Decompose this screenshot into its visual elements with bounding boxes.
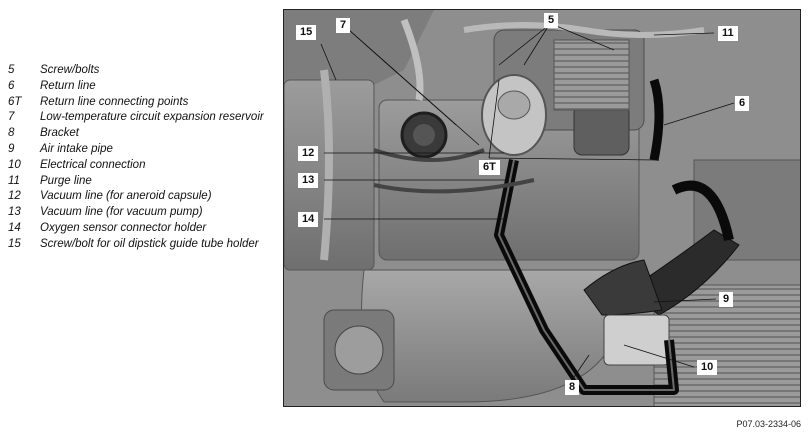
legend-number: 13 [8, 206, 21, 219]
engine-illustration [284, 10, 800, 406]
legend-number: 8 [8, 127, 15, 140]
legend-text: Bracket [40, 127, 79, 140]
legend-text: Oxygen sensor connector holder [40, 221, 207, 234]
legend-number: 10 [8, 158, 21, 171]
leader-6t-b [488, 157, 660, 161]
leader-15 [320, 43, 337, 81]
legend-item: 7 Low-temperature circuit expansion reser… [8, 110, 270, 126]
legend-text: Air intake pipe [40, 142, 113, 155]
callout-6t: 6T [479, 160, 500, 175]
legend-number: 12 [8, 190, 21, 203]
vacuum-line-pump [373, 178, 535, 194]
return-line-upper [649, 78, 664, 161]
return-line-highlight [498, 159, 675, 391]
return-line-rear [671, 180, 734, 242]
legend-item: 5 Screw/bolts [8, 63, 270, 79]
leader-6 [663, 102, 735, 126]
callout-8: 8 [565, 380, 580, 395]
legend-text: Purge line [40, 174, 92, 187]
callout-6: 6 [735, 96, 750, 111]
legend-number: 6T [8, 95, 22, 108]
dipstick-guide-tube [320, 69, 333, 261]
legend-text: Return line [40, 79, 96, 92]
legend-text: Vacuum line (for aneroid capsule) [40, 190, 212, 203]
callout-12: 12 [298, 146, 319, 161]
legend-number: 7 [8, 111, 15, 124]
callout-11: 11 [718, 26, 738, 41]
callout-15: 15 [296, 25, 317, 40]
legend-text: Screw/bolt for oil dipstick guide tube h… [40, 237, 259, 250]
legend-item: 14 Oxygen sensor connector holder [8, 221, 270, 237]
legend-text: Low-temperature circuit expansion reserv… [40, 111, 264, 124]
leader-lines [320, 24, 735, 381]
reservoir-cap [497, 90, 531, 120]
pulley [334, 325, 384, 375]
legend-number: 5 [8, 64, 15, 76]
callout-5: 5 [544, 13, 559, 28]
legend-item: 10 Electrical connection [8, 158, 270, 174]
legend-item: 6 Return line [8, 79, 270, 95]
legend-text: Vacuum line (for vacuum pump) [40, 206, 203, 219]
legend-text: Screw/bolts [40, 64, 100, 76]
legend-text: Return line connecting points [40, 95, 189, 108]
leader-9 [653, 298, 717, 303]
legend-item: 8 Bracket [8, 126, 270, 142]
legend-number: 15 [8, 237, 21, 250]
engine-figure: 15 7 5 11 6 12 6T 13 14 9 10 8 [283, 9, 801, 407]
legend-item: 6T Return line connecting points [8, 95, 270, 111]
callout-10: 10 [697, 360, 718, 375]
leader-6t-a [488, 79, 500, 159]
electrical-connector [603, 314, 670, 366]
vacuum-line-aneroid [373, 148, 485, 162]
legend-item: 13 Vacuum line (for vacuum pump) [8, 205, 270, 221]
legend-list: 5 Screw/bolts 6 Return line 6T Return line … [8, 63, 270, 253]
legend-number: 11 [8, 174, 20, 187]
leader-7b [348, 29, 480, 146]
legend-item: 9 Air intake pipe [8, 142, 270, 158]
figure-id: P07.03-2334-06 [736, 419, 801, 429]
legend-number: 9 [8, 142, 15, 155]
oil-filler-cap-center [413, 124, 435, 146]
leader-10 [623, 344, 695, 368]
coolant-hose [400, 18, 424, 101]
callout-9: 9 [719, 292, 734, 307]
vacuum-pump [573, 104, 630, 156]
legend-item: 15 Screw/bolt for oil dipstick guide tube… [8, 237, 270, 253]
legend-item: 12 Vacuum line (for aneroid capsule) [8, 189, 270, 205]
callout-14: 14 [298, 212, 319, 227]
callout-7: 7 [336, 18, 351, 33]
legend-item: 11 Purge line [8, 174, 270, 190]
throttle-housing [553, 39, 630, 111]
leader-5b [498, 24, 550, 66]
legend-number: 14 [8, 221, 21, 234]
callout-13: 13 [298, 173, 319, 188]
leader-5c [553, 24, 615, 51]
leader-11 [653, 32, 715, 36]
legend-number: 6 [8, 79, 15, 92]
leader-8 [571, 354, 590, 381]
leader-5a [523, 24, 550, 66]
legend-text: Electrical connection [40, 158, 146, 171]
